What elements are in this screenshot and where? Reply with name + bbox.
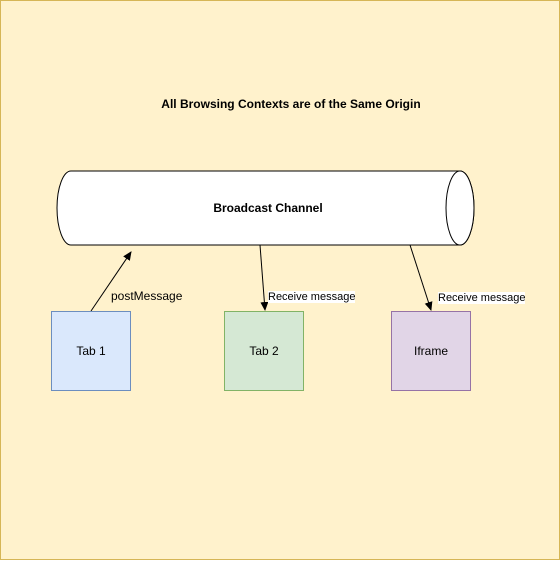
receive-message-arrow-iframe <box>409 244 433 311</box>
post-message-arrow <box>90 251 132 312</box>
iframe-label: Iframe <box>413 344 448 358</box>
tab2-label: Tab 2 <box>249 344 279 358</box>
receive-message-label-tab2: Receive message <box>268 291 356 303</box>
diagram-title: All Browsing Contexts are of the Same Or… <box>161 97 421 111</box>
post-message-label: postMessage <box>111 289 183 303</box>
receive-message-label-iframe: Receive message <box>438 292 526 304</box>
broadcast-channel-cylinder <box>56 170 475 246</box>
tab1-node: Tab 1 <box>51 311 131 391</box>
tab1-label: Tab 1 <box>76 344 106 358</box>
broadcast-channel-label: Broadcast Channel <box>213 201 323 215</box>
tab2-node: Tab 2 <box>224 311 304 391</box>
iframe-node: Iframe <box>391 311 471 391</box>
receive-message-arrow-tab2 <box>259 244 269 311</box>
